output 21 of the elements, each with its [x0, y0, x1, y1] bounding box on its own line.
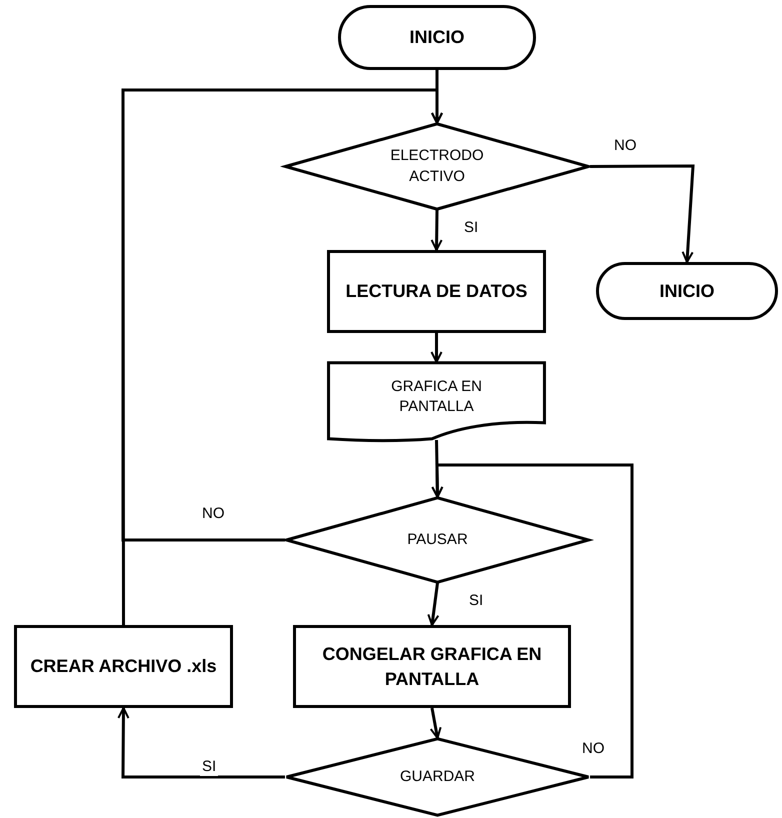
process-box	[14, 625, 233, 708]
node-label: INICIO	[659, 280, 714, 303]
arrow	[431, 464, 634, 778]
node-label: GRAFICA EN PANTALLA	[390, 376, 483, 417]
node-label: CREAR ARCHIVO .xls	[30, 655, 217, 678]
node-label: LECTURA DE DATOS	[346, 280, 528, 304]
node-label: ELECTRODO ACTIVO	[389, 146, 485, 186]
node-label: GUARDAR	[400, 766, 475, 787]
node-label: INICIO	[409, 26, 464, 50]
arrow	[427, 582, 440, 626]
arrow	[590, 164, 695, 263]
process-box	[327, 250, 546, 333]
node-label: PAUSAR	[407, 530, 468, 550]
node-label: CONGELAR GRAFICA EN PANTALLA	[321, 643, 543, 690]
arrow	[122, 88, 443, 625]
arrow	[117, 707, 285, 778]
document-shape	[327, 362, 546, 442]
arrow	[430, 210, 443, 251]
arrow	[430, 708, 442, 739]
arrow	[430, 333, 442, 363]
process-box	[293, 625, 571, 708]
